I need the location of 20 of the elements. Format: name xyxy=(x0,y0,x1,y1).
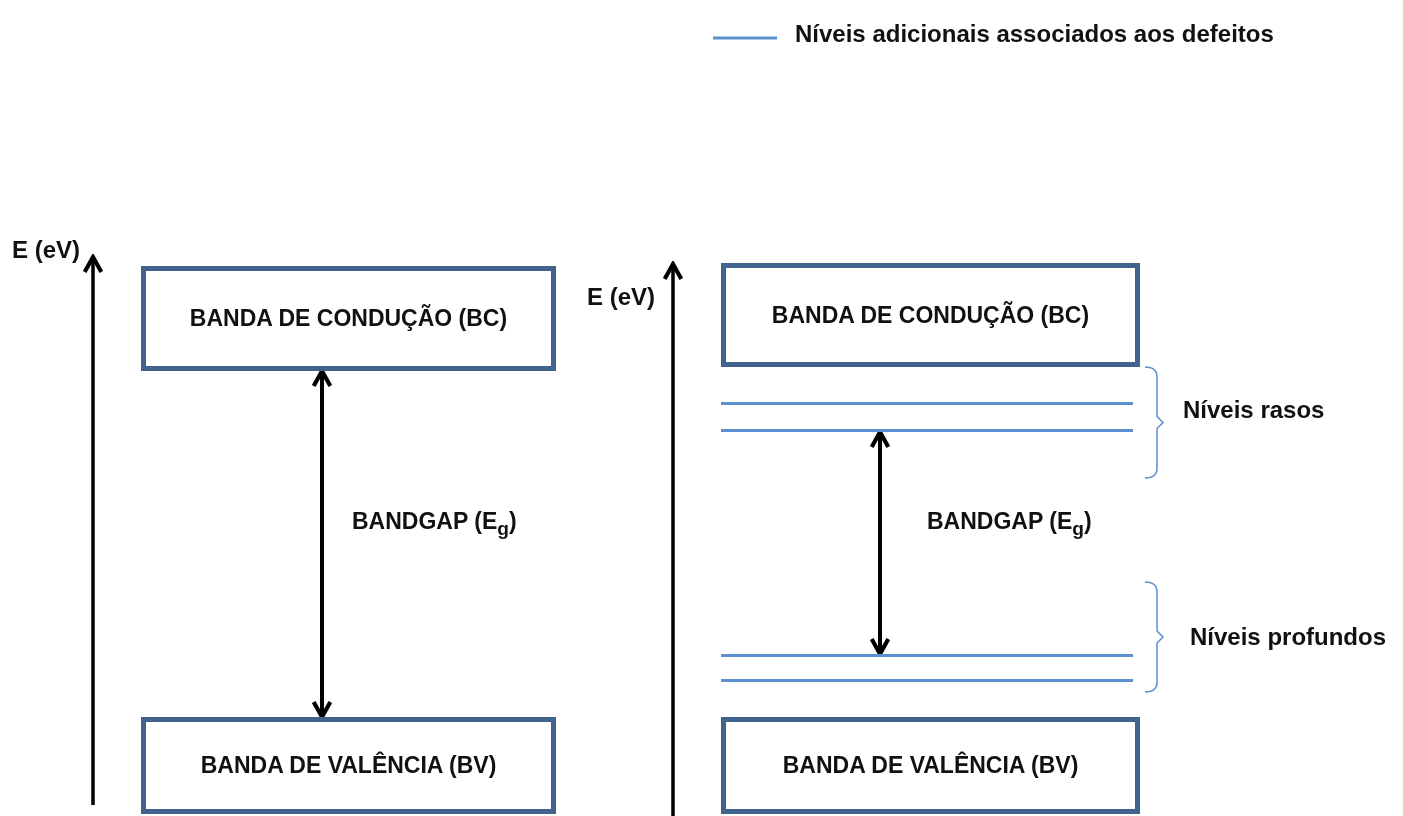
defect-level-line xyxy=(721,679,1133,682)
energy-band-box xyxy=(141,266,556,371)
level-group-label: Níveis rasos xyxy=(1183,396,1325,424)
legend-label: Níveis adicionais associados aos defeitos xyxy=(795,20,1274,48)
band-label: BANDA DE VALÊNCIA (BV) xyxy=(200,752,497,779)
defect-level-line xyxy=(721,654,1133,657)
edge-label: BANDGAP (E$_{g}$) xyxy=(350,508,519,540)
band-label: BANDA DE CONDUÇÃO (BC) xyxy=(189,305,508,332)
energy-band-box xyxy=(721,263,1140,367)
level-group-label: Níveis profundos xyxy=(1190,623,1387,651)
double-arrow xyxy=(869,429,891,657)
edge-label: BANDGAP (E$_{g}$) xyxy=(925,508,1094,540)
band-label: BANDA DE CONDUÇÃO (BC) xyxy=(771,301,1090,329)
energy-band-box xyxy=(141,717,556,814)
energy-band-box xyxy=(721,717,1140,814)
axis-label: E (eV) xyxy=(587,283,655,311)
defect-level-line xyxy=(721,402,1133,405)
axis-label: E (eV) xyxy=(12,236,80,264)
defect-level-line xyxy=(721,429,1133,432)
band-label: BANDA DE VALÊNCIA (BV) xyxy=(782,752,1079,779)
